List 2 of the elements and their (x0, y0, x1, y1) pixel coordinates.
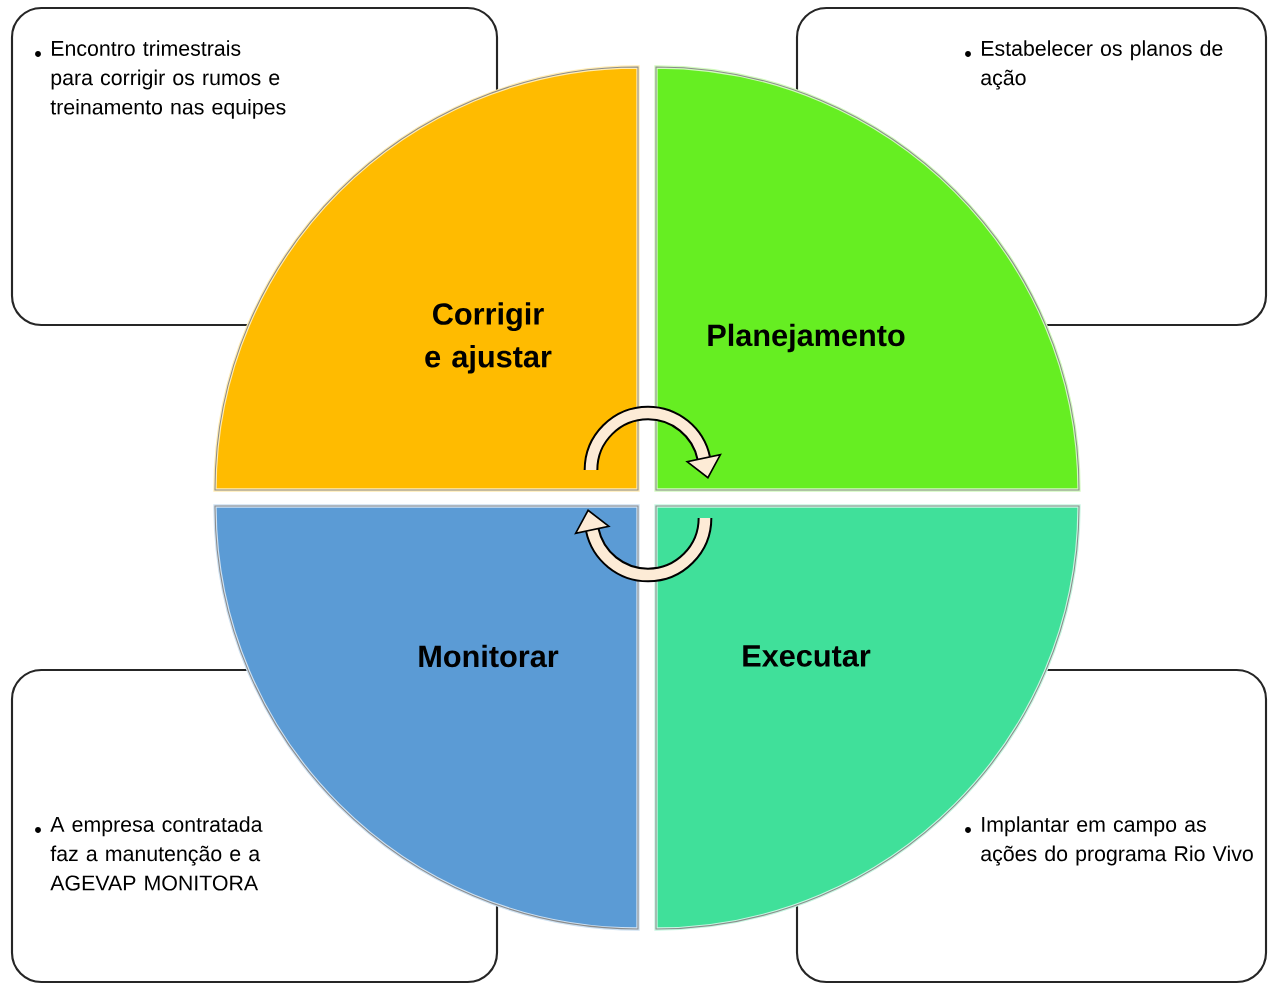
cycle-arrow (574, 509, 713, 583)
cycle-arrow (583, 405, 722, 479)
